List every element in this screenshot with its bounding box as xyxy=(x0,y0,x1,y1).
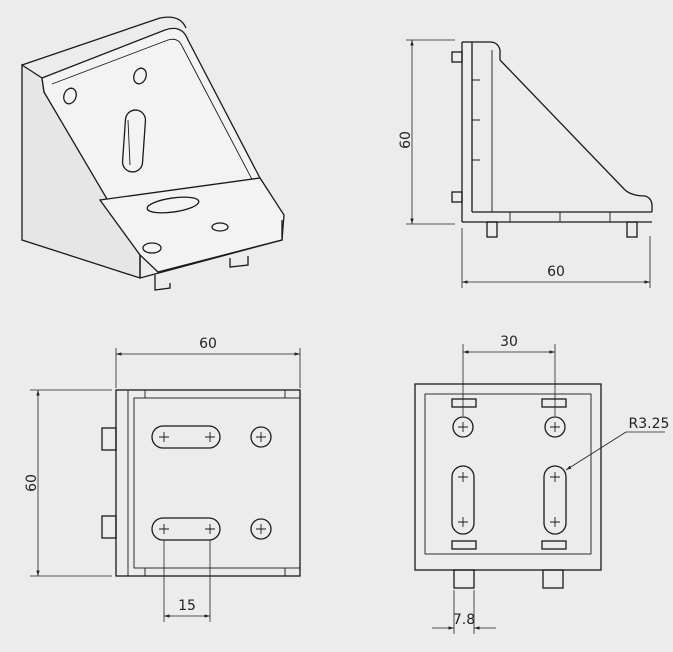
side-view: 60 60 xyxy=(398,39,653,288)
front-height-label: 60 xyxy=(24,474,40,492)
front-width-label: 60 xyxy=(199,336,217,352)
front-view: 60 60 15 xyxy=(24,336,301,622)
radius-label: R3.25 xyxy=(629,416,670,432)
top-view: 30 R3.25 7.8 xyxy=(414,334,670,634)
side-height-label: 60 xyxy=(398,131,414,149)
side-width-label: 60 xyxy=(547,264,565,280)
foot-width-label: 7.8 xyxy=(453,612,475,628)
hole-pitch-label: 30 xyxy=(500,334,518,350)
slot-pitch-label: 15 xyxy=(178,598,196,614)
isometric-view xyxy=(21,16,285,291)
